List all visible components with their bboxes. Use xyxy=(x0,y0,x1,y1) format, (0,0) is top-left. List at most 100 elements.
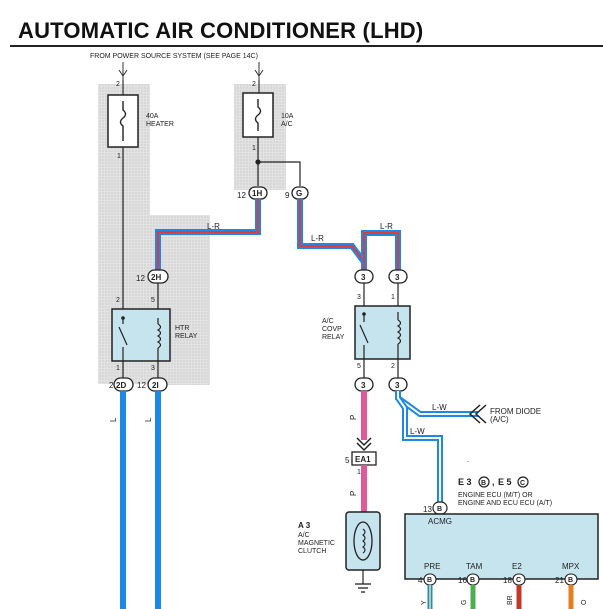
svg-text:MAGNETIC: MAGNETIC xyxy=(298,540,335,547)
svg-text:L-W: L-W xyxy=(410,427,425,436)
svg-text:A/C: A/C xyxy=(322,318,334,325)
heater-fuse-name: HEATER xyxy=(146,121,174,128)
diode-label: FROM DIODE xyxy=(490,407,541,416)
svg-text:L: L xyxy=(109,417,118,422)
ecu-pin-tam: 16 B G xyxy=(458,573,480,609)
source-arrow-heater xyxy=(118,62,128,80)
ac-in-pin: 2 xyxy=(252,81,256,88)
svg-text:2: 2 xyxy=(109,381,114,390)
heater-in-pin: 2 xyxy=(116,81,120,88)
svg-text:3: 3 xyxy=(395,273,400,282)
engine-ecu: 13 B ACMG PRE TAM E2 MPX xyxy=(404,501,599,580)
svg-text:G: G xyxy=(461,600,468,605)
svg-text:L-R: L-R xyxy=(207,222,220,231)
svg-text:16: 16 xyxy=(458,576,467,585)
svg-text:A/C: A/C xyxy=(298,532,310,539)
ecu-terminal-acmg: ACMG xyxy=(428,517,452,526)
svg-text:L-R: L-R xyxy=(311,234,324,243)
svg-text:2D: 2D xyxy=(116,381,126,390)
acovp-relay: 3 3 3 1 A/C COVP RELAY 5 2 3 3 xyxy=(322,269,411,392)
svg-text:12: 12 xyxy=(237,191,246,200)
source-arrow-ac xyxy=(254,62,264,80)
svg-text:L-R: L-R xyxy=(380,222,393,231)
wire-p-lower: P xyxy=(349,465,367,512)
title-rule xyxy=(10,45,603,47)
svg-text:C: C xyxy=(520,480,525,487)
svg-text:B: B xyxy=(437,506,442,513)
svg-text:P: P xyxy=(349,491,358,496)
svg-text:E2: E2 xyxy=(512,562,522,571)
connector-2h: 12 2H xyxy=(136,269,169,284)
svg-text:B: B xyxy=(481,480,486,487)
htr-relay: 2 5 HTR RELAY 1 3 xyxy=(111,297,198,378)
svg-text:2: 2 xyxy=(116,297,120,304)
svg-text:B: B xyxy=(568,577,573,584)
stray-mark: . xyxy=(467,455,469,464)
svg-text:ENGINE AND ECU ECU (A/T): ENGINE AND ECU ECU (A/T) xyxy=(458,500,552,507)
svg-text:TAM: TAM xyxy=(466,562,483,571)
svg-text:3: 3 xyxy=(361,273,366,282)
svg-text:12: 12 xyxy=(136,274,145,283)
svg-text:O: O xyxy=(581,599,588,605)
svg-text:3: 3 xyxy=(395,381,400,390)
svg-text:RELAY: RELAY xyxy=(175,333,198,340)
svg-text:,: , xyxy=(492,477,495,487)
connector-ea1: 5 EA1 1 xyxy=(345,451,377,476)
ea1-arrow xyxy=(356,437,372,452)
ecu-pin-pre: 4 B Y xyxy=(418,573,437,609)
svg-text:E 5: E 5 xyxy=(498,477,512,487)
wire-l-right: L xyxy=(144,391,161,609)
heater-fuse-rating: 40A xyxy=(146,113,159,120)
svg-text:P: P xyxy=(349,415,358,420)
connector-g: 9 G xyxy=(285,186,309,200)
svg-text:L-W: L-W xyxy=(432,403,447,412)
svg-text:2: 2 xyxy=(391,363,395,370)
svg-text:12: 12 xyxy=(137,381,146,390)
svg-text:PRE: PRE xyxy=(424,562,440,571)
svg-text:5: 5 xyxy=(151,297,155,304)
svg-text:3: 3 xyxy=(357,294,361,301)
svg-text:G: G xyxy=(296,189,302,198)
diode-label-sub: (A/C) xyxy=(490,415,509,424)
heater-out-pin: 1 xyxy=(117,153,121,160)
svg-text:B: B xyxy=(470,577,475,584)
svg-text:2H: 2H xyxy=(151,273,161,282)
ac-out-pin: 1 xyxy=(252,145,256,152)
wire-lw-diode: L-W FROM DIODE (A/C) xyxy=(395,391,541,424)
source-label: FROM POWER SOURCE SYSTEM (SEE PAGE 14C) xyxy=(90,53,258,60)
wire-lr-to-htr: L-R xyxy=(155,199,261,270)
svg-text:9: 9 xyxy=(285,191,290,200)
internal-wires xyxy=(122,137,301,318)
svg-text:RELAY: RELAY xyxy=(322,334,345,341)
ecu-header: E 3 B , E 5 C ENGINE ECU (M/T) OR ENGINE… xyxy=(458,476,552,507)
svg-text:1: 1 xyxy=(391,294,395,301)
svg-text:18: 18 xyxy=(503,576,512,585)
svg-text:HTR: HTR xyxy=(175,325,189,332)
svg-text:EA1: EA1 xyxy=(355,455,371,464)
svg-text:L: L xyxy=(144,417,153,422)
ecu-pin-e2: 18 C BR xyxy=(503,573,526,609)
svg-text:E 3: E 3 xyxy=(458,477,472,487)
connector-1h: 12 1H xyxy=(237,186,268,200)
svg-text:ENGINE ECU (M/T) OR: ENGINE ECU (M/T) OR xyxy=(458,492,533,499)
svg-text:4: 4 xyxy=(418,576,423,585)
svg-text:3: 3 xyxy=(151,365,155,372)
ac-fuse-name: A/C xyxy=(281,121,293,128)
svg-text:2I: 2I xyxy=(152,381,159,390)
svg-text:B: B xyxy=(427,577,432,584)
svg-text:CLUTCH: CLUTCH xyxy=(298,548,326,555)
svg-text:Y: Y xyxy=(421,600,428,605)
wire-p-upper: P xyxy=(349,391,367,440)
svg-text:21: 21 xyxy=(555,576,564,585)
wire-lw-acmg: L-W xyxy=(395,391,443,503)
ac-fuse-rating: 10A xyxy=(281,113,294,120)
ecu-pin-mpx: 21 B O xyxy=(555,573,588,609)
svg-text:5: 5 xyxy=(345,456,350,465)
svg-text:13: 13 xyxy=(423,505,432,514)
wire-l-left: L xyxy=(109,391,126,609)
svg-text:3: 3 xyxy=(361,381,366,390)
svg-text:1H: 1H xyxy=(252,189,262,198)
svg-text:5: 5 xyxy=(357,363,361,370)
